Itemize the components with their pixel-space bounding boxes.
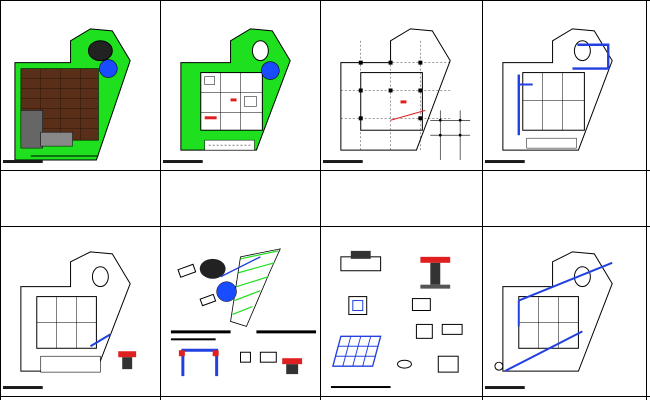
sheet-pipe-routing-plan[interactable]	[483, 227, 646, 396]
construction-details-drawing	[330, 250, 463, 389]
sheet-pool-detail[interactable]	[161, 227, 320, 396]
sheet-construction-details[interactable]	[321, 227, 482, 396]
grid-line-v5	[646, 0, 647, 400]
sheet-drainage-plan[interactable]	[483, 1, 646, 170]
sheet-plumbing-detail-plan[interactable]	[1, 227, 160, 396]
pipe-routing-drawing	[484, 251, 613, 390]
site-plan-floor-drawing	[162, 28, 291, 164]
grid-line-bottom	[0, 396, 650, 397]
sheet-foundation-grid-plan[interactable]	[321, 1, 482, 170]
grid-line-top	[0, 0, 650, 1]
pool-detail-drawing	[170, 248, 317, 377]
sheet-site-plan-roof[interactable]	[1, 1, 160, 170]
foundation-grid-drawing	[322, 28, 471, 164]
plumbing-detail-drawing	[2, 251, 137, 390]
grid-line-v2	[160, 0, 161, 400]
grid-line-v4	[482, 0, 483, 400]
sheet-site-plan-floor[interactable]	[161, 1, 320, 170]
grid-line-v1	[0, 0, 1, 400]
grid-line-middle-2	[0, 226, 650, 227]
grid-line-middle-1	[0, 170, 650, 171]
grid-line-v3	[320, 0, 321, 400]
site-plan-roof-drawing	[2, 28, 131, 164]
drainage-plan-drawing	[484, 28, 613, 164]
